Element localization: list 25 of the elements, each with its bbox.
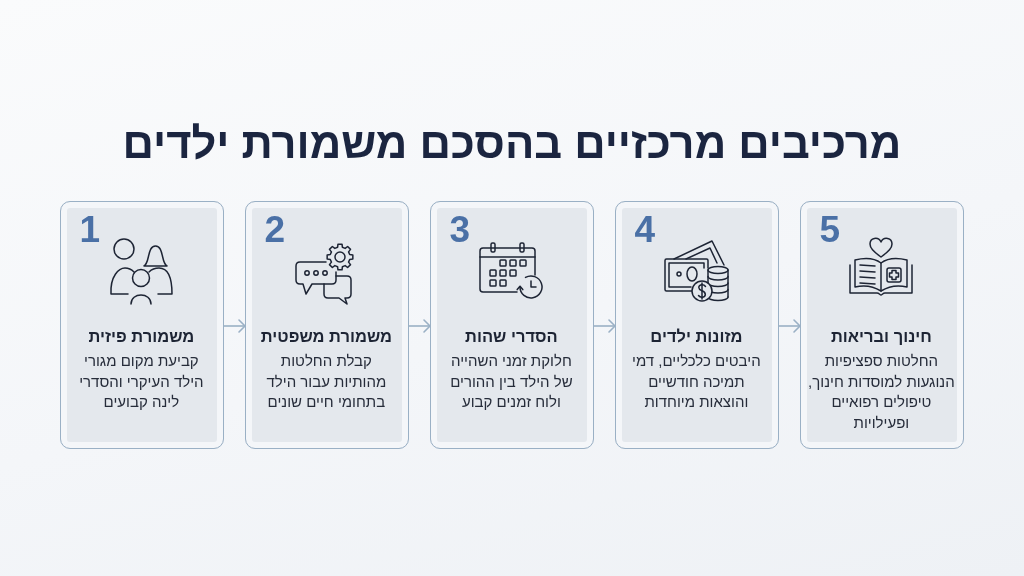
card-text: קביעת מקום מגורי הילד העיקרי והסדרי לינה קבועים <box>78 351 205 413</box>
card <box>60 201 224 449</box>
card <box>615 201 779 449</box>
arrow <box>778 319 801 333</box>
card <box>800 201 964 449</box>
arrow <box>223 319 246 333</box>
step-number: 1 <box>79 211 100 249</box>
card-text: קבלת החלטות מהותיות עבור הילד בתחומי חיים שונים <box>265 351 388 413</box>
step-number: 2 <box>264 211 285 249</box>
card <box>245 201 409 449</box>
card-text: היבטים כלכליים, דמי תמיכה חודשיים והוצאות מיוחדות <box>631 351 762 413</box>
title: מרכיבים מרכזיים בהסכם משמורת ילדים <box>122 118 902 168</box>
card-heading: הסדרי שהות <box>465 326 558 347</box>
arrow <box>593 319 616 333</box>
card-heading: מזונות ילדים <box>650 326 743 347</box>
step-number: 5 <box>819 211 840 249</box>
card <box>430 201 594 449</box>
step-number: 4 <box>634 211 655 249</box>
card-heading: חינוך ובריאות <box>831 326 932 347</box>
card-text: החלטות ספציפיות הנוגעות למוסדות חינוך, טיפולים רפואיים ופעילויות <box>807 351 956 433</box>
card-heading: משמורת משפטית <box>260 326 392 347</box>
card-heading: משמורת פיזית <box>88 326 195 347</box>
arrow <box>408 319 431 333</box>
step-number: 3 <box>449 211 470 249</box>
card-text: חלוקת זמני השהייה של הילד בין ההורים ולוח זמנים קבוע <box>449 351 574 413</box>
